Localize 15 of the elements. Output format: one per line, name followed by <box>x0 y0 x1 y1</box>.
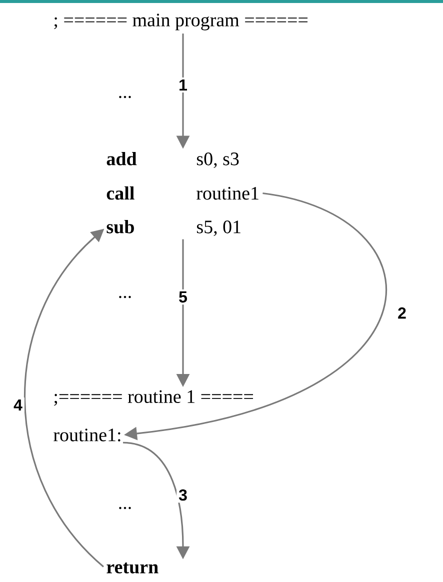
ellipsis: ... <box>119 296 131 298</box>
ellipsis: ... <box>119 506 131 510</box>
step-number: 1 <box>176 78 190 92</box>
code-line: ;====== routine 1 ===== <box>54 390 253 406</box>
code-line: ; ====== main program ====== <box>54 14 308 30</box>
step-number: 4 <box>12 398 24 412</box>
code-line: return <box>106 562 158 574</box>
code-line: add s0, s3 <box>106 152 239 168</box>
code-line: call routine1 <box>106 186 258 200</box>
code-line: sub s5, 01 <box>106 220 240 236</box>
step-number: 3 <box>176 487 190 503</box>
step-number: 5 <box>176 289 190 305</box>
ellipsis: ... <box>119 96 131 98</box>
code-line: routine1: <box>54 428 120 442</box>
step-number: 2 <box>396 305 408 321</box>
